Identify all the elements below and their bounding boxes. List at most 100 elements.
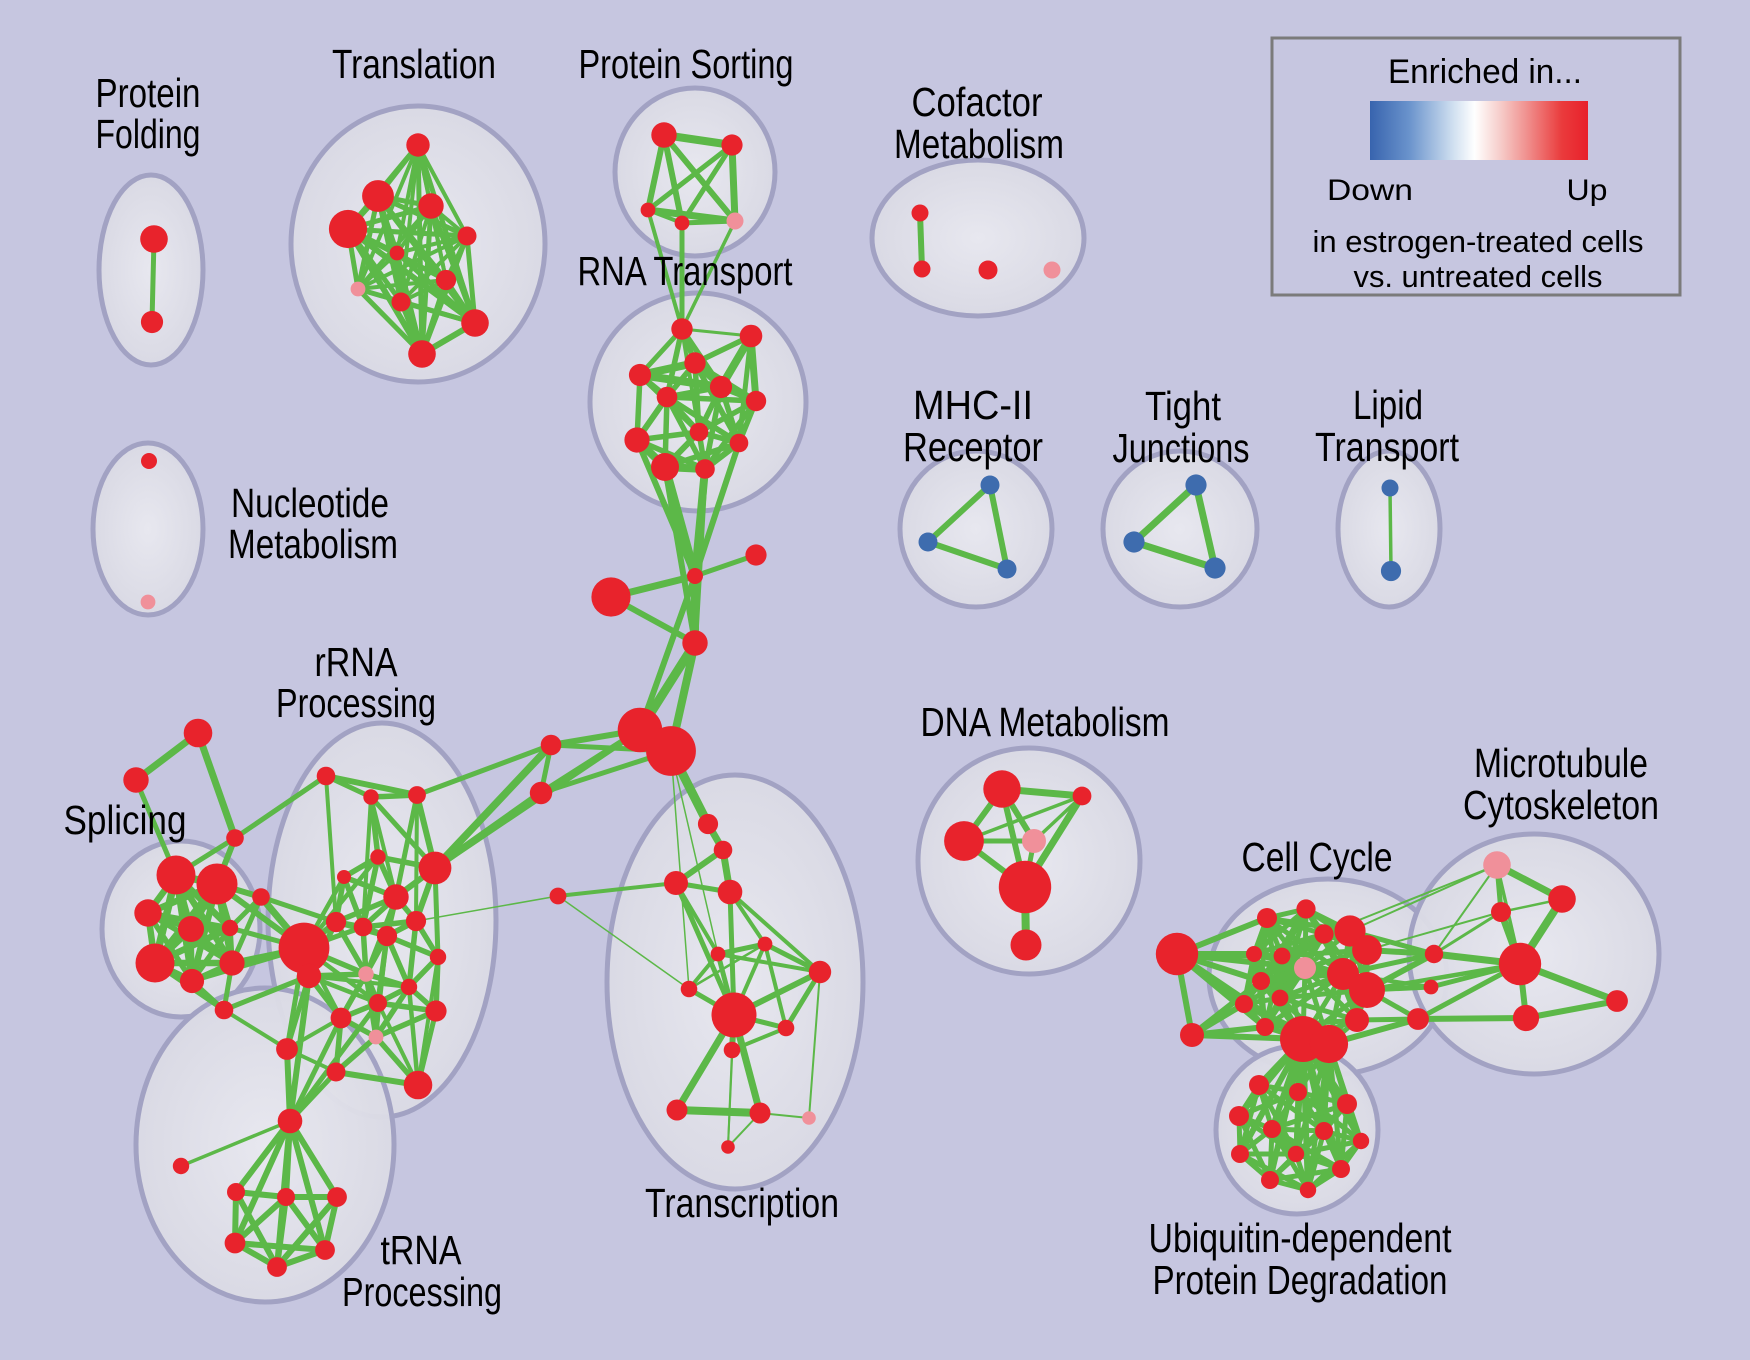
node-tj3 [1204, 557, 1226, 579]
edge-tnh-tn6 [287, 1118, 328, 1253]
node-rr22 [403, 1070, 433, 1100]
node-tx13 [802, 1111, 816, 1125]
node-tx3 [664, 871, 688, 895]
edge-ps4-ps5 [679, 218, 738, 226]
edge-lt1-lt2 [1388, 486, 1393, 573]
node-rt9 [689, 422, 709, 442]
node-tnh [277, 1108, 303, 1134]
edge-tj1-tj2 [1130, 481, 1200, 546]
edge-ps5-rt1 [680, 219, 737, 331]
edge-rt2-rt10 [736, 333, 754, 446]
node-brx [549, 887, 567, 905]
cluster-label-mhc-ii-receptor-line1: MHC-II [913, 382, 1033, 428]
cluster-label-tight-junctions-line2: Junctions [1113, 425, 1250, 471]
node-ccb [1180, 1023, 1204, 1047]
node-mt4 [1606, 990, 1628, 1012]
edge-br3-mt3 [1415, 1015, 1529, 1022]
node-tx12 [749, 1102, 771, 1124]
cluster-label-cofactor-metabolism-line2: Metabolism [894, 121, 1064, 167]
edge-dm2-dm3 [962, 794, 1084, 843]
node-mtb [1498, 942, 1542, 986]
edge-t5-t10 [464, 233, 478, 326]
node-rr12 [296, 963, 322, 989]
edge-rr12-rr16 [306, 973, 381, 1006]
edge-tnh-tn5 [232, 1118, 293, 1246]
node-cc7 [1273, 947, 1291, 965]
node-rr9 [325, 911, 347, 933]
node-tx7 [808, 960, 832, 984]
edge-mt3-mt4 [1523, 998, 1620, 1021]
node-spt2 [123, 767, 149, 793]
node-br2 [1423, 979, 1439, 995]
node-br1 [1424, 944, 1444, 964]
node-rr20 [276, 1038, 298, 1060]
cluster-ellipse-cofactor-metabolism [869, 157, 1087, 319]
node-ub10 [1261, 1171, 1279, 1189]
edge-t7-t8 [356, 278, 448, 291]
cluster-label-nucleotide-metabolism-line2: Metabolism [228, 521, 398, 567]
node-ps5 [726, 212, 744, 230]
node-ub9 [1287, 1145, 1305, 1163]
node-nm1 [141, 453, 157, 469]
edge-tn5-tn6 [232, 1240, 328, 1253]
edge-t6-t10 [394, 250, 478, 326]
node-sp1 [156, 855, 196, 895]
edge-brx-tx3 [556, 881, 678, 898]
node-ub12 [1299, 1181, 1317, 1199]
edge-rr17-rr19 [373, 1008, 439, 1040]
node-pf2 [140, 310, 164, 334]
node-ch1 [687, 568, 703, 584]
node-ps2 [721, 134, 743, 156]
node-mh1 [980, 475, 1000, 495]
node-cm1 [911, 204, 929, 222]
node-rr1 [316, 766, 336, 786]
cluster-label-protein-folding-line2: Folding [96, 111, 201, 157]
edge-ub7-ub9 [1293, 1138, 1364, 1157]
node-rr13 [358, 966, 374, 982]
node-tx5 [757, 936, 773, 952]
edge-rr1-rr3 [323, 773, 420, 798]
node-cc1 [1257, 908, 1277, 928]
node-dm4 [1022, 829, 1046, 853]
edge-rr11-rr19 [374, 934, 389, 1039]
edge-ccb-cc8 [1189, 978, 1264, 1038]
node-cc12 [1271, 989, 1289, 1007]
node-pf1 [140, 225, 168, 253]
cluster-label-rna-transport: RNA Transport [578, 248, 793, 294]
cluster-label-cell-cycle: Cell Cycle [1242, 834, 1393, 880]
node-mt1 [1548, 885, 1576, 913]
node-cc5 [1352, 935, 1382, 965]
node-ch8 [529, 781, 553, 805]
edge-ps1-ps4 [661, 132, 685, 226]
node-sp5 [221, 919, 239, 937]
node-tx10 [723, 1041, 741, 1059]
edge-spt3-rr1 [232, 773, 329, 841]
cluster-label-dna-metabolism: DNA Metabolism [921, 699, 1170, 745]
edge-mtp-cc4 [1349, 864, 1498, 932]
node-rr10 [353, 917, 373, 937]
node-rr17 [425, 1000, 447, 1022]
network-nodes [123, 122, 1628, 1277]
node-tx1 [697, 813, 719, 835]
edge-cch2-ub12 [1305, 1041, 1332, 1193]
node-spt3 [226, 829, 244, 847]
edge-rr22-rr16 [376, 1001, 420, 1087]
node-ub1 [1249, 1075, 1269, 1095]
cluster-label-cofactor-metabolism-line1: Cofactor [912, 79, 1043, 125]
node-ub5 [1263, 1120, 1281, 1138]
node-tx8 [680, 980, 698, 998]
node-tx6 [710, 946, 726, 962]
node-rr15 [400, 978, 418, 996]
node-t10 [461, 309, 489, 337]
edge-tx3-tx6 [674, 881, 720, 956]
edge-ps2-ps5 [728, 141, 739, 225]
edge-cm1-cm2 [917, 210, 925, 272]
node-cc10 [1349, 972, 1385, 1008]
cluster-label-tight-junctions-line1: Tight [1145, 383, 1222, 429]
node-sp8 [219, 950, 245, 976]
legend-down-label: Down [1327, 174, 1413, 207]
cluster-label-lipid-transport-line2: Transport [1315, 424, 1459, 470]
node-t9 [391, 292, 411, 312]
node-rr8 [405, 910, 427, 932]
node-sp3 [134, 899, 162, 927]
